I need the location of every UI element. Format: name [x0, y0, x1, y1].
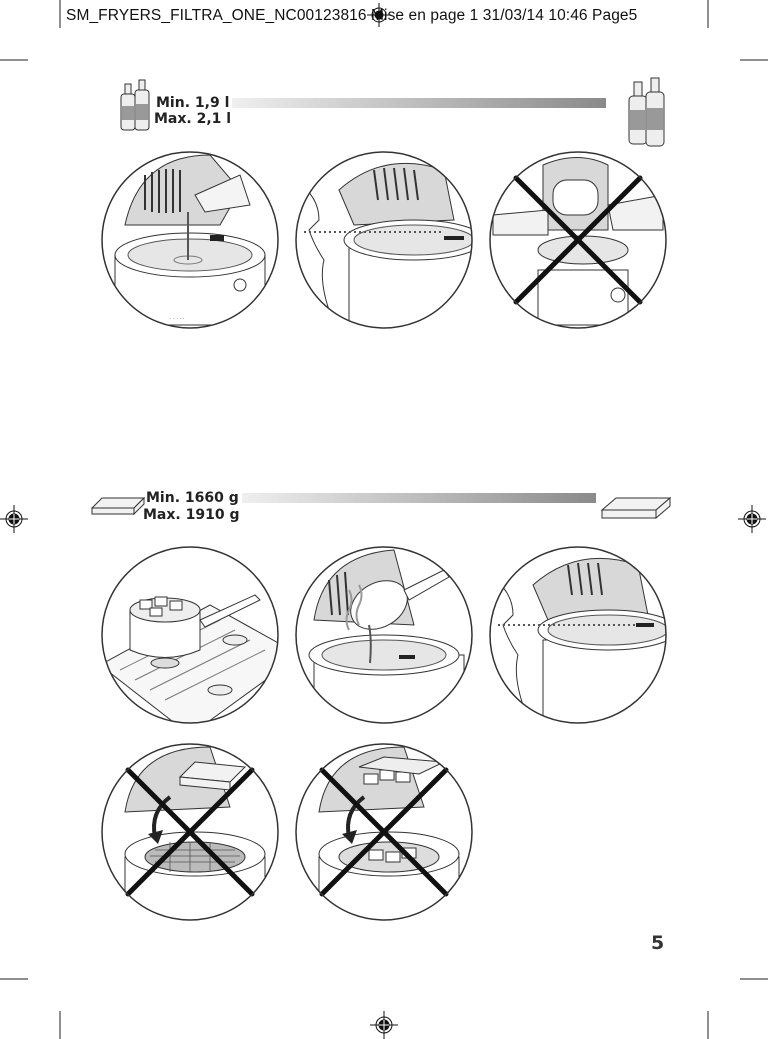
- oil-max-label: Max. 2,1 l: [154, 111, 235, 127]
- cross-out-mark: [319, 767, 449, 897]
- registration-target-right: [738, 505, 766, 533]
- registration-target-top: [367, 3, 391, 27]
- page-number: 5: [651, 932, 665, 954]
- step-pour-oil-illustration: · · · · ·: [101, 151, 279, 329]
- cross-out-mark: [513, 175, 643, 305]
- step-pour-melted-fat-illustration: [295, 546, 473, 724]
- step-check-oil-level-illustration: [295, 151, 473, 329]
- step-check-fat-level-illustration: [489, 546, 667, 724]
- oil-min-label: Min. 1,9 l: [156, 95, 233, 111]
- svg-text:· · · · ·: · · · · ·: [170, 316, 185, 322]
- fat-block-icon: [90, 496, 146, 516]
- oil-level-gradient-bar: [222, 98, 606, 108]
- step-forbidden-pour-illustration: [489, 151, 667, 329]
- step-forbidden-fat-block-basket-illustration: [101, 743, 279, 921]
- fat-max-label: Max. 1910 g: [143, 507, 243, 523]
- header-text: SM_FRYERS_FILTRA_ONE_NC00123816 Mise en …: [66, 7, 638, 24]
- step-melt-fat-illustration: [101, 546, 279, 724]
- oil-bottles-icon: [628, 77, 665, 147]
- oil-bottles-icon: [120, 79, 150, 131]
- fat-min-label: Min. 1660 g: [146, 490, 242, 506]
- fat-level-gradient-bar: [232, 493, 596, 503]
- print-header: SM_FRYERS_FILTRA_ONE_NC00123816 Mise en …: [0, 0, 768, 30]
- registration-target-left: [0, 505, 28, 533]
- cross-out-mark: [125, 767, 255, 897]
- fat-block-icon: [600, 496, 672, 520]
- registration-target-bottom: [370, 1011, 398, 1039]
- step-forbidden-fat-pieces-illustration: [295, 743, 473, 921]
